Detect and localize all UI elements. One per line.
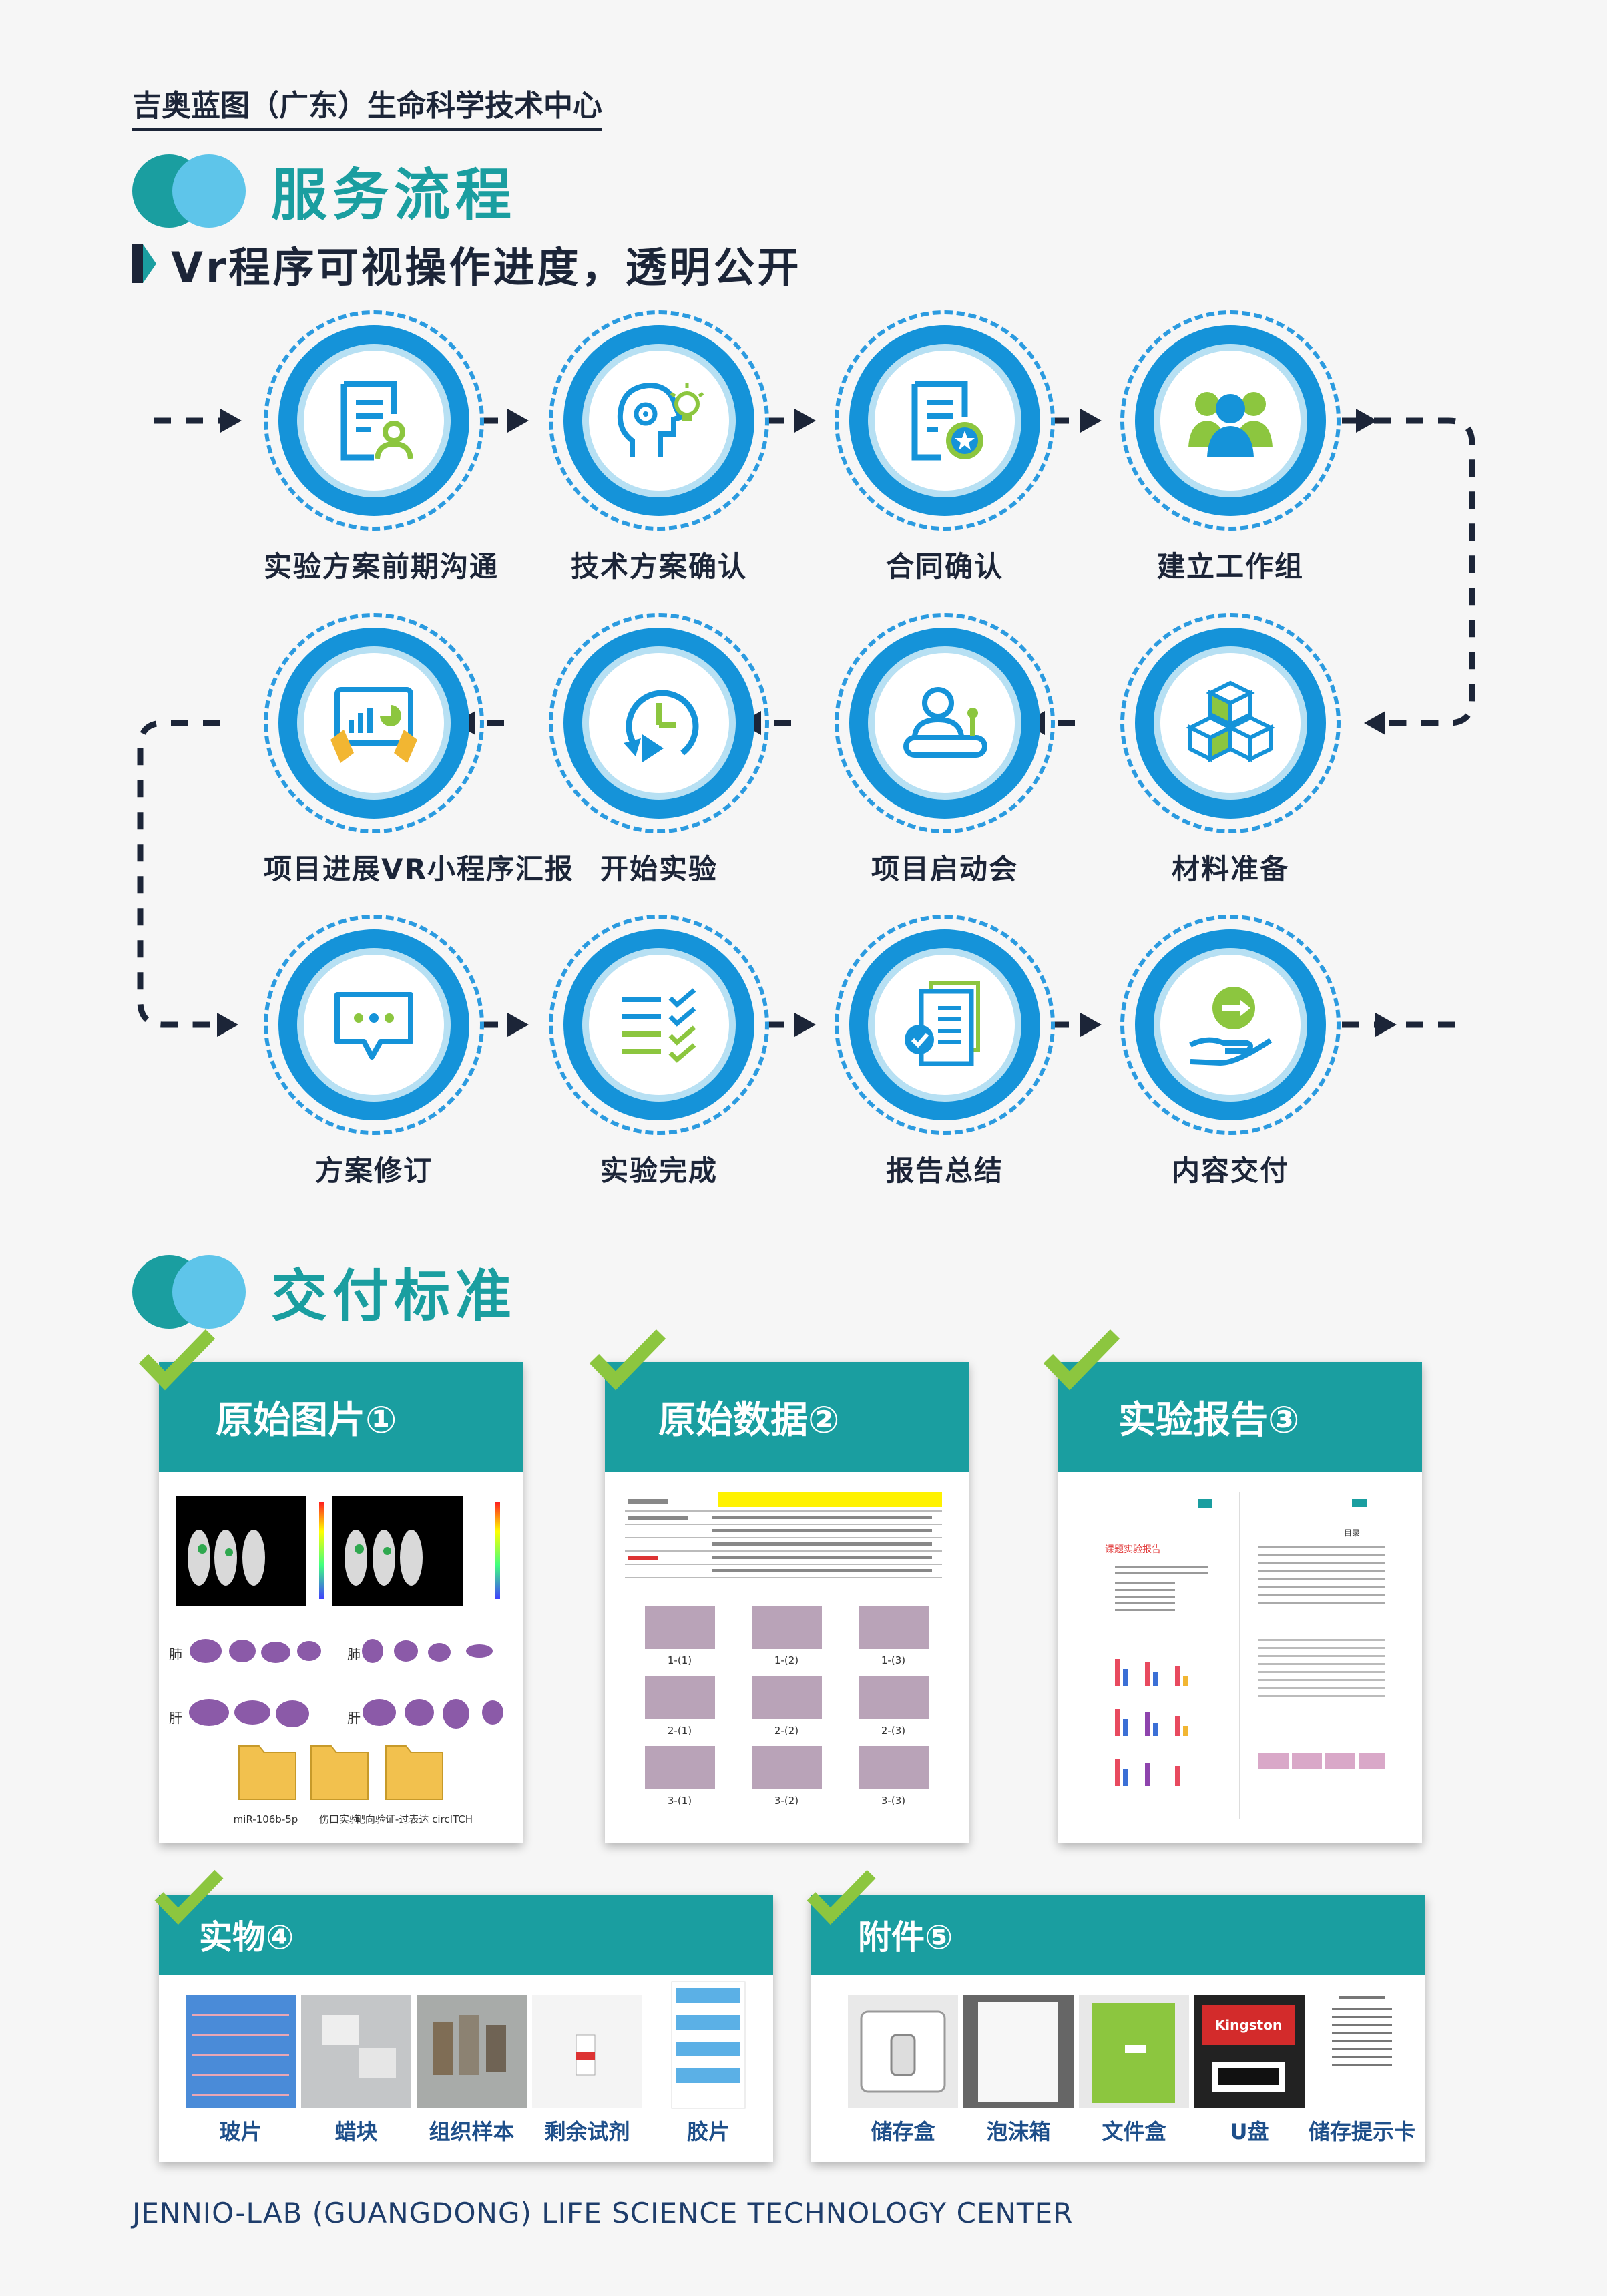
grid-label: 2-(2) <box>774 1725 798 1737</box>
folder-label: miR-106b-5p <box>234 1813 298 1825</box>
checkmark-icon <box>807 1869 876 1925</box>
step-7: 项目启动会 <box>835 613 1055 887</box>
organ-label: 肺 <box>169 1646 182 1662</box>
section-title-delivery: 交付标准 <box>271 1263 517 1329</box>
item-caption: 泡沫箱 <box>986 2119 1051 2144</box>
deliverable-card-physical-items: 实物④ 玻片 蜡块 组织样本 剩余试剂 胶片 <box>159 1895 773 2162</box>
grid-label: 1-(3) <box>881 1654 905 1666</box>
bullet-marker-icon <box>132 244 156 283</box>
grid-label: 2-(3) <box>881 1725 905 1737</box>
grid-label: 3-(2) <box>774 1795 798 1807</box>
step-11: 报告总结 <box>835 915 1055 1189</box>
head-lightbulb-icon <box>617 382 704 457</box>
step-10: 实验完成 <box>549 915 769 1189</box>
step-6: 开始实验 <box>549 613 769 887</box>
checklist-icon <box>622 988 696 1063</box>
organ-label: 肺 <box>347 1646 361 1662</box>
card-title: 原始图片① <box>159 1362 523 1472</box>
document-person-icon <box>340 381 413 461</box>
card-title: 原始数据② <box>605 1362 969 1472</box>
card-title: 附件⑤ <box>811 1895 1425 1975</box>
clock-play-icon <box>624 690 699 762</box>
grid-label: 2-(1) <box>668 1725 692 1737</box>
checkmark-icon <box>138 1329 216 1391</box>
chat-bubble-icon <box>334 992 413 1060</box>
grid-label: 1-(2) <box>774 1654 798 1666</box>
item-caption: 蜡块 <box>334 2119 378 2144</box>
step-label: 项目进展VR小程序汇报 <box>264 853 574 885</box>
step-8: 材料准备 <box>1120 613 1341 887</box>
raw-images-thumbnail: 肺 肝 肺 肝 miR-106b-5p 伤口实验 靶向验证-过表达 circIT… <box>169 1496 503 1825</box>
step-label: 报告总结 <box>885 1154 1003 1187</box>
subtitle: Vr程序可视操作进度，透明公开 <box>132 234 802 294</box>
folder-label: 靶向验证-过表达 circITCH <box>355 1813 473 1825</box>
checkmark-icon <box>154 1869 224 1925</box>
step-label: 合同确认 <box>885 550 1003 583</box>
grid-label: 3-(3) <box>881 1795 905 1807</box>
step-label: 内容交付 <box>1171 1154 1289 1187</box>
step-label: 材料准备 <box>1171 853 1289 885</box>
item-caption: 储存提示卡 <box>1308 2119 1415 2144</box>
report-title: 课题实验报告 <box>1105 1544 1161 1555</box>
deliverable-card-attachments: 附件⑤ Kingston 储存盒 泡沫箱 文件盒 U盘 储存提示卡 <box>811 1895 1425 2162</box>
flow-connector-lines <box>137 409 1475 1037</box>
step-label: 项目启动会 <box>871 853 1018 885</box>
grid-label: 3-(1) <box>668 1795 692 1807</box>
toc-title: 目录 <box>1344 1528 1360 1538</box>
section-header-process: 服务流程 <box>132 150 517 231</box>
folder-label: 伤口实验 <box>319 1813 359 1825</box>
card-title: 实物④ <box>159 1895 773 1975</box>
step-label: 方案修订 <box>314 1154 433 1187</box>
team-icon <box>1188 392 1273 457</box>
deliverable-card-raw-images: 原始图片① 肺 肝 肺 肝 miR-106b-5p 伤口实验 靶向验证-过表达 … <box>159 1362 523 1843</box>
checkmark-icon <box>589 1329 666 1391</box>
physical-items-thumbnail <box>186 1981 746 2109</box>
checkmark-icon <box>1043 1329 1120 1391</box>
organization-name: 吉奥蓝图（广东）生命科学技术中心 <box>132 81 602 131</box>
section-title-process: 服务流程 <box>271 162 517 228</box>
step-5: 项目进展VR小程序汇报 <box>264 613 574 887</box>
organ-label: 肝 <box>347 1710 361 1726</box>
item-caption: 剩余试剂 <box>544 2119 630 2144</box>
step-12: 内容交付 <box>1120 915 1341 1189</box>
meeting-icon <box>903 687 987 758</box>
subtitle-text: Vr程序可视操作进度，透明公开 <box>171 243 802 292</box>
organ-label: 肝 <box>169 1710 182 1726</box>
step-1: 实验方案前期沟通 <box>264 310 499 585</box>
footer-org-english: JENNIO-LAB (GUANGDONG) LIFE SCIENCE TECH… <box>132 2197 1074 2229</box>
cubes-icon <box>1186 680 1275 762</box>
step-2: 技术方案确认 <box>549 310 769 585</box>
step-9: 方案修订 <box>264 915 484 1189</box>
item-caption: U盘 <box>1230 2119 1269 2144</box>
step-3: 合同确认 <box>835 310 1055 585</box>
tablet-chart-icon <box>330 687 417 763</box>
step-label: 建立工作组 <box>1156 550 1304 583</box>
grid-label: 1-(1) <box>668 1654 692 1666</box>
step-label: 开始实验 <box>600 853 718 885</box>
section-dots-icon <box>132 154 246 228</box>
raw-data-thumbnail: 1-(1) 1-(2) 1-(3) 2-(1) 2-(2) 2-(3) 3-(1… <box>625 1492 942 1807</box>
item-caption: 文件盒 <box>1102 2119 1166 2144</box>
deliverable-card-report: 实验报告③ 课题实验报告 目录 <box>1058 1362 1422 1843</box>
item-caption: 玻片 <box>219 2119 262 2144</box>
step-label: 实验完成 <box>600 1154 718 1187</box>
item-caption: 储存盒 <box>871 2119 935 2144</box>
item-caption: 胶片 <box>686 2119 730 2144</box>
section-header-delivery: 交付标准 <box>132 1251 517 1332</box>
report-check-icon <box>905 981 980 1066</box>
hand-delivery-icon <box>1189 987 1273 1066</box>
attachments-thumbnail: Kingston <box>848 1988 1399 2112</box>
card-title: 实验报告③ <box>1058 1362 1422 1472</box>
step-4: 建立工作组 <box>1120 310 1341 585</box>
section-dots-icon <box>132 1254 246 1329</box>
process-flow <box>137 409 1475 1037</box>
item-caption: 组织样本 <box>429 2119 515 2144</box>
report-thumbnail: 课题实验报告 目录 <box>1105 1492 1385 1819</box>
step-label: 技术方案确认 <box>570 550 747 583</box>
step-label: 实验方案前期沟通 <box>264 550 499 583</box>
usb-brand-label: Kingston <box>1215 2017 1282 2033</box>
deliverable-card-raw-data: 原始数据② 1-(1) 1-(2) 1-(3) 2-(1) 2-(2) 2-(3… <box>605 1362 969 1843</box>
contract-star-icon <box>911 381 983 461</box>
